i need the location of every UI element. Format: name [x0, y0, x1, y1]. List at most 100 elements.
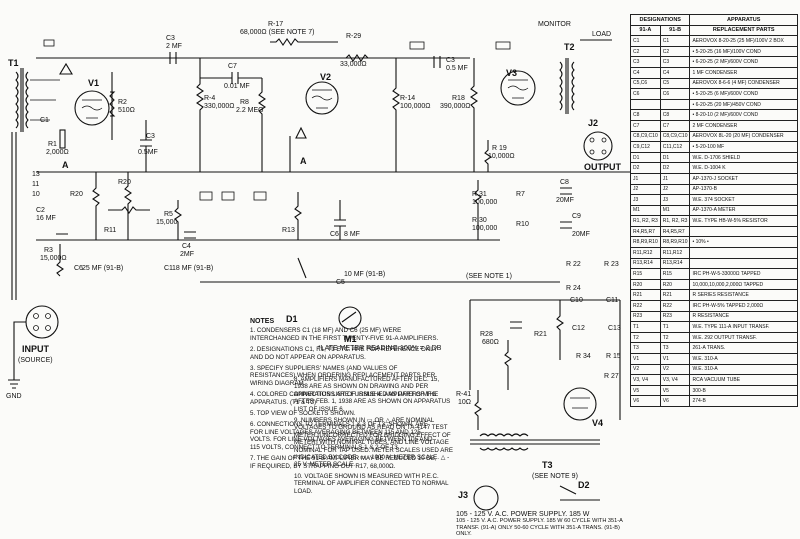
- r8-value: 2.2 MEG: [236, 107, 264, 114]
- c11-label: C11: [606, 297, 618, 304]
- table-cell-designation: C4: [659, 66, 691, 79]
- table-cell-designation: C11,C12: [659, 141, 691, 153]
- r2-resistor: [109, 72, 116, 140]
- c6n-label: C6: [74, 265, 83, 272]
- j2-output-socket: J2 OUTPUT: [583, 118, 622, 172]
- table-cell-designation: C6: [630, 88, 661, 100]
- table-cell-designation: V1: [659, 353, 691, 365]
- c6-label: C6: [330, 231, 339, 238]
- table-cell-designation: T3: [630, 342, 661, 354]
- c9-capacitor: [560, 221, 572, 229]
- table-cell-designation: R4,R5,R7: [659, 225, 691, 238]
- r1-value: 2,000Ω: [46, 149, 69, 156]
- power-note-line1: 105 - 125 V. A.C. POWER SUPPLY. 185 W: [456, 511, 590, 518]
- v1-label: V1: [88, 78, 99, 88]
- c3b-label: C3: [146, 133, 155, 140]
- table-cell-designation: C2: [659, 45, 691, 58]
- table-cell-designation: R8,R9,R10: [630, 236, 661, 249]
- table-cell-designation: C8,C9,C10: [659, 130, 691, 143]
- load-label: LOAD: [592, 31, 611, 38]
- note-9: 9. NUMBERS SHOWN IN ▭ OR △ ARE NOMINAL V…: [294, 417, 453, 469]
- table-cell-apparatus: AEROVOX 8-6-6 (4 MF) CONDENSER: [689, 77, 798, 90]
- note-7: 7. THE GAIN OF THE 91-B AMPLIFIER MAY BE…: [250, 455, 437, 470]
- table-cell-designation: R4,R5,R7: [630, 225, 661, 238]
- v3-label: V3: [506, 68, 517, 78]
- note-4: 4. COLORED CONNECTIONS ARE FURNISHED AS …: [250, 391, 439, 406]
- table-cell-designation: R13,R14: [659, 257, 691, 270]
- t1-terminal-10: 10: [32, 191, 40, 198]
- gnd-label: GND: [6, 393, 22, 400]
- r5-label: R5: [164, 211, 173, 218]
- table-cell-designation: M1: [659, 204, 691, 217]
- table-cell-designation: C2: [630, 45, 661, 58]
- table-cell-apparatus: 10,000,10,000,2,000Ω TAPPED: [689, 278, 798, 291]
- r23-label: R 23: [604, 261, 619, 268]
- source-label: (SOURCE): [18, 357, 53, 364]
- r13-label: R13: [282, 227, 295, 234]
- t3-transformer: T3 (SEE NOTE 9): [470, 433, 600, 480]
- c10-label: C10: [570, 297, 583, 304]
- table-cell-designation: T3: [659, 342, 691, 354]
- table-cell-designation: R11,R12: [659, 247, 691, 259]
- table-cell-designation: R21: [630, 289, 661, 302]
- r5-value: 15,000: [156, 219, 178, 226]
- table-subheader-replacement: REPLACEMENT PARTS: [689, 24, 798, 37]
- r22-resistor: [556, 300, 564, 360]
- notes-block-2: 8. AMPLIFIERS MANUFACTURED AFTER DEC. 15…: [294, 376, 454, 499]
- table-cell-apparatus: • 10% •: [689, 236, 798, 249]
- table-cell-designation: C1: [630, 35, 661, 47]
- c3b-capacitor: [140, 120, 152, 172]
- table-cell-designation: R8,R9,R10: [659, 236, 691, 249]
- table-cell-apparatus: AP-1370-A METER: [689, 204, 798, 217]
- v2-label: V2: [320, 72, 331, 82]
- m1-meter: [338, 306, 362, 330]
- c3n-capacitor: [433, 56, 441, 68]
- c6-value: 8 MF: [344, 231, 360, 238]
- table-cell-apparatus: IRC PH-W-5-33000Ω TAPPED: [689, 268, 798, 280]
- table-cell-designation: C4: [630, 66, 661, 79]
- j3-label: J3: [458, 490, 468, 500]
- c6-capacitor: [334, 200, 346, 240]
- table-cell-apparatus: W.E. 292 OUTPUT TRANSF.: [689, 331, 798, 344]
- d2-switch: [559, 485, 600, 501]
- r15-label: R 15: [606, 353, 621, 360]
- j2-label: J2: [588, 118, 598, 128]
- table-cell-designation: R11,R12: [630, 247, 661, 259]
- c4-label: C4: [182, 243, 191, 250]
- r20-tap: [124, 172, 132, 240]
- notes-block: NOTES 1. CONDENSERS C1 (18 MF) AND C6 (2…: [250, 318, 440, 474]
- r3-label: R3: [44, 247, 53, 254]
- c8-capacitor: [560, 187, 572, 195]
- table-cell-designation: R20: [659, 278, 691, 291]
- r21-label: R21: [534, 331, 547, 338]
- r24-label: R 24: [566, 285, 581, 292]
- table-cell-designation: J2: [659, 183, 691, 196]
- table-cell-apparatus: [689, 225, 798, 238]
- c7-label: C7: [228, 63, 237, 70]
- table-cell-apparatus: W.E. 310-A: [689, 353, 798, 365]
- c6n-value: 25 MF (91-B): [82, 265, 123, 272]
- v4-label: V4: [592, 418, 603, 428]
- table-cell-apparatus: RCA VACUUM TUBE: [689, 374, 798, 386]
- v3-tube: V3: [500, 68, 536, 106]
- c7-value: 0.01 MF: [224, 83, 250, 90]
- table-cell-apparatus: IRC PH-W-5% TAPPED 2,000Ω: [689, 300, 798, 312]
- r4-label: R-4: [204, 95, 215, 102]
- table-cell-designation: J3: [659, 194, 691, 206]
- table-cell-designation: C8,C9,C10: [630, 130, 661, 143]
- r28-label: R28: [480, 331, 493, 338]
- table-cell-apparatus: • 8-20-10 (2 MF)/600V COND: [689, 109, 798, 121]
- r2-label: R2: [118, 99, 127, 106]
